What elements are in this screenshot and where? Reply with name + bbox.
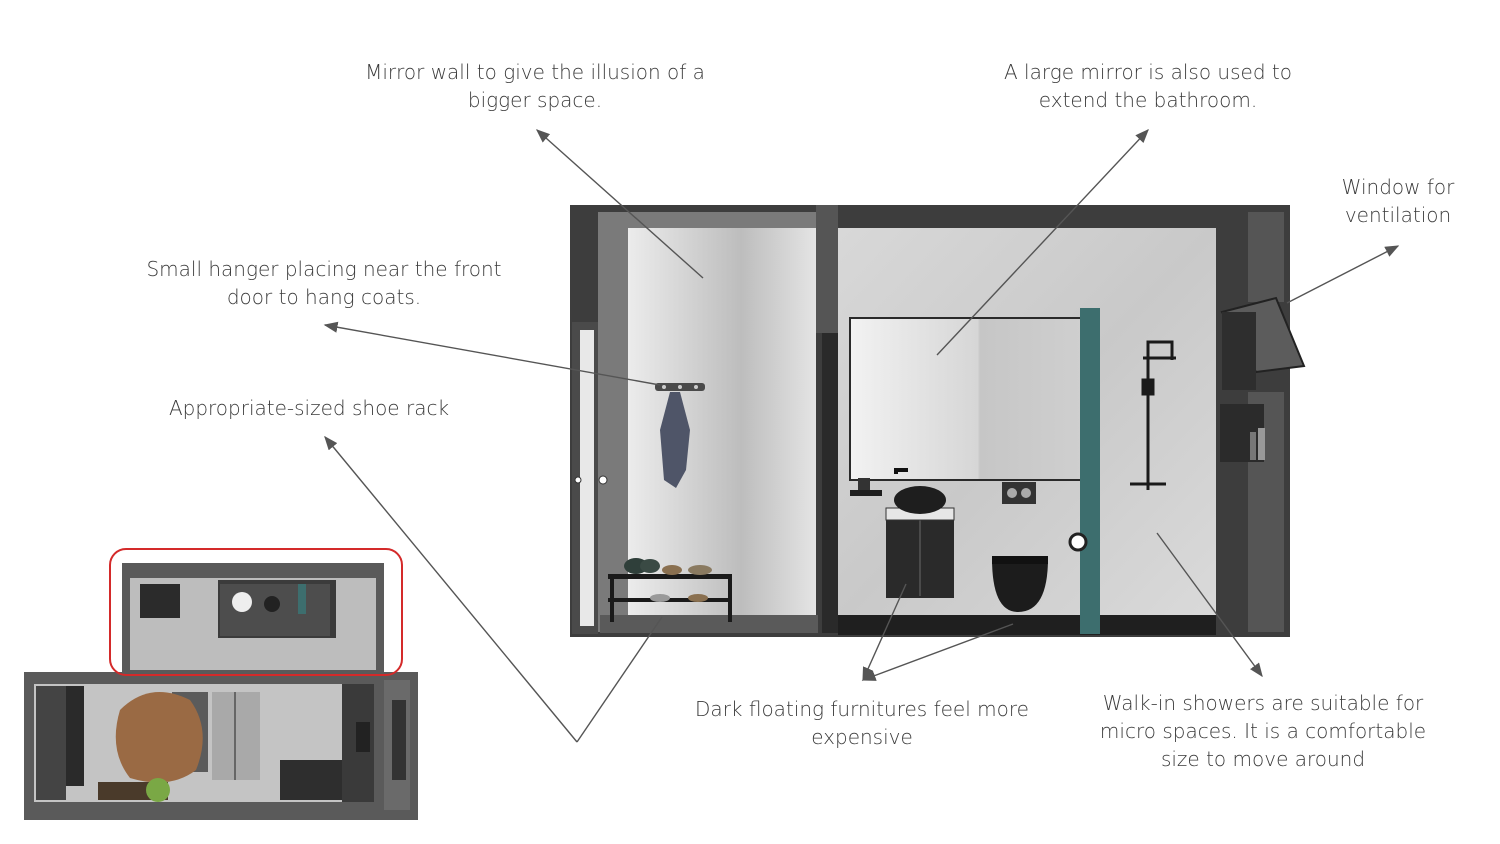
arrow-shoe-rack-b bbox=[576, 616, 663, 743]
annotation-large-mirror: A large mirror is also used to extend th… bbox=[978, 58, 1318, 114]
entry-floor bbox=[600, 615, 818, 633]
annotation-shoe-rack: Appropriate-sized shoe rack bbox=[139, 394, 479, 422]
bottle-icon bbox=[1258, 428, 1265, 460]
annotation-line: Walk-in showers are suitable for bbox=[1102, 691, 1424, 715]
bottle-icon bbox=[1250, 432, 1256, 460]
shower-glass-panel bbox=[1080, 308, 1100, 634]
vessel-sink-icon bbox=[894, 486, 946, 514]
annotation-line: extend the bathroom. bbox=[1038, 88, 1258, 112]
plant-icon bbox=[146, 778, 170, 802]
dividing-wall bbox=[816, 205, 838, 333]
annotation-line: size to move around bbox=[1160, 747, 1366, 771]
wall-niche bbox=[1220, 404, 1264, 462]
annotation-line: micro spaces. It is a comfortable bbox=[1099, 719, 1427, 743]
plan-rug bbox=[115, 692, 203, 783]
annotation-line: expensive bbox=[811, 725, 913, 749]
arrow-furniture-toilet bbox=[861, 623, 1014, 681]
annotation-line: Window for bbox=[1341, 175, 1455, 199]
arrow-mirror-wall bbox=[535, 129, 704, 279]
arrow-large-mirror bbox=[936, 128, 1149, 356]
section-view bbox=[570, 205, 1306, 637]
arrow-hanger bbox=[323, 321, 661, 386]
arrow-shoe-rack-a bbox=[324, 435, 578, 743]
shoe-rack-icon bbox=[608, 558, 732, 622]
annotation-line: Mirror wall to give the illusion of a bbox=[365, 60, 705, 84]
arrow-window bbox=[1286, 245, 1400, 304]
leader-lines bbox=[323, 128, 1400, 743]
annotation-line: bigger space. bbox=[467, 88, 603, 112]
annotation-window: Window for ventilation bbox=[1318, 173, 1478, 229]
annotation-line: Appropriate-sized shoe rack bbox=[168, 396, 450, 420]
vanity-unit bbox=[850, 468, 955, 598]
annotation-line: ventilation bbox=[1344, 203, 1452, 227]
flush-plate-icon bbox=[1002, 482, 1036, 504]
annotation-hanger: Small hanger placing near the front door… bbox=[124, 255, 524, 311]
shower-fixture-icon bbox=[1130, 340, 1176, 490]
annotation-line: A large mirror is also used to bbox=[1004, 60, 1292, 84]
coat-hanger-icon bbox=[655, 383, 705, 488]
plan-left-shelving bbox=[36, 686, 66, 800]
annotation-line: Dark floating furnitures feel more bbox=[695, 697, 1029, 721]
annotation-dark-furniture: Dark floating furnitures feel more expen… bbox=[672, 695, 1052, 751]
mirror-wall bbox=[628, 228, 816, 618]
toilet-paper-icon bbox=[1068, 532, 1088, 552]
bathroom-mirror bbox=[849, 317, 1083, 481]
annotation-line: door to hang coats. bbox=[226, 285, 422, 309]
door-handle-icon bbox=[598, 475, 608, 485]
arrow-furniture-vanity bbox=[862, 583, 907, 682]
wall-hung-toilet-icon bbox=[992, 556, 1048, 612]
floor-plan bbox=[24, 548, 418, 820]
arrow-walk-in-shower bbox=[1156, 532, 1263, 678]
annotation-line: Small hanger placing near the front bbox=[146, 257, 502, 281]
annotation-walk-in-shower: Walk-in showers are suitable for micro s… bbox=[1073, 689, 1453, 773]
annotation-mirror-wall: Mirror wall to give the illusion of a bi… bbox=[335, 58, 735, 114]
plan-highlight-box bbox=[109, 548, 403, 676]
bathroom-floor bbox=[838, 615, 1216, 635]
plan-shoe-rack bbox=[140, 584, 180, 618]
